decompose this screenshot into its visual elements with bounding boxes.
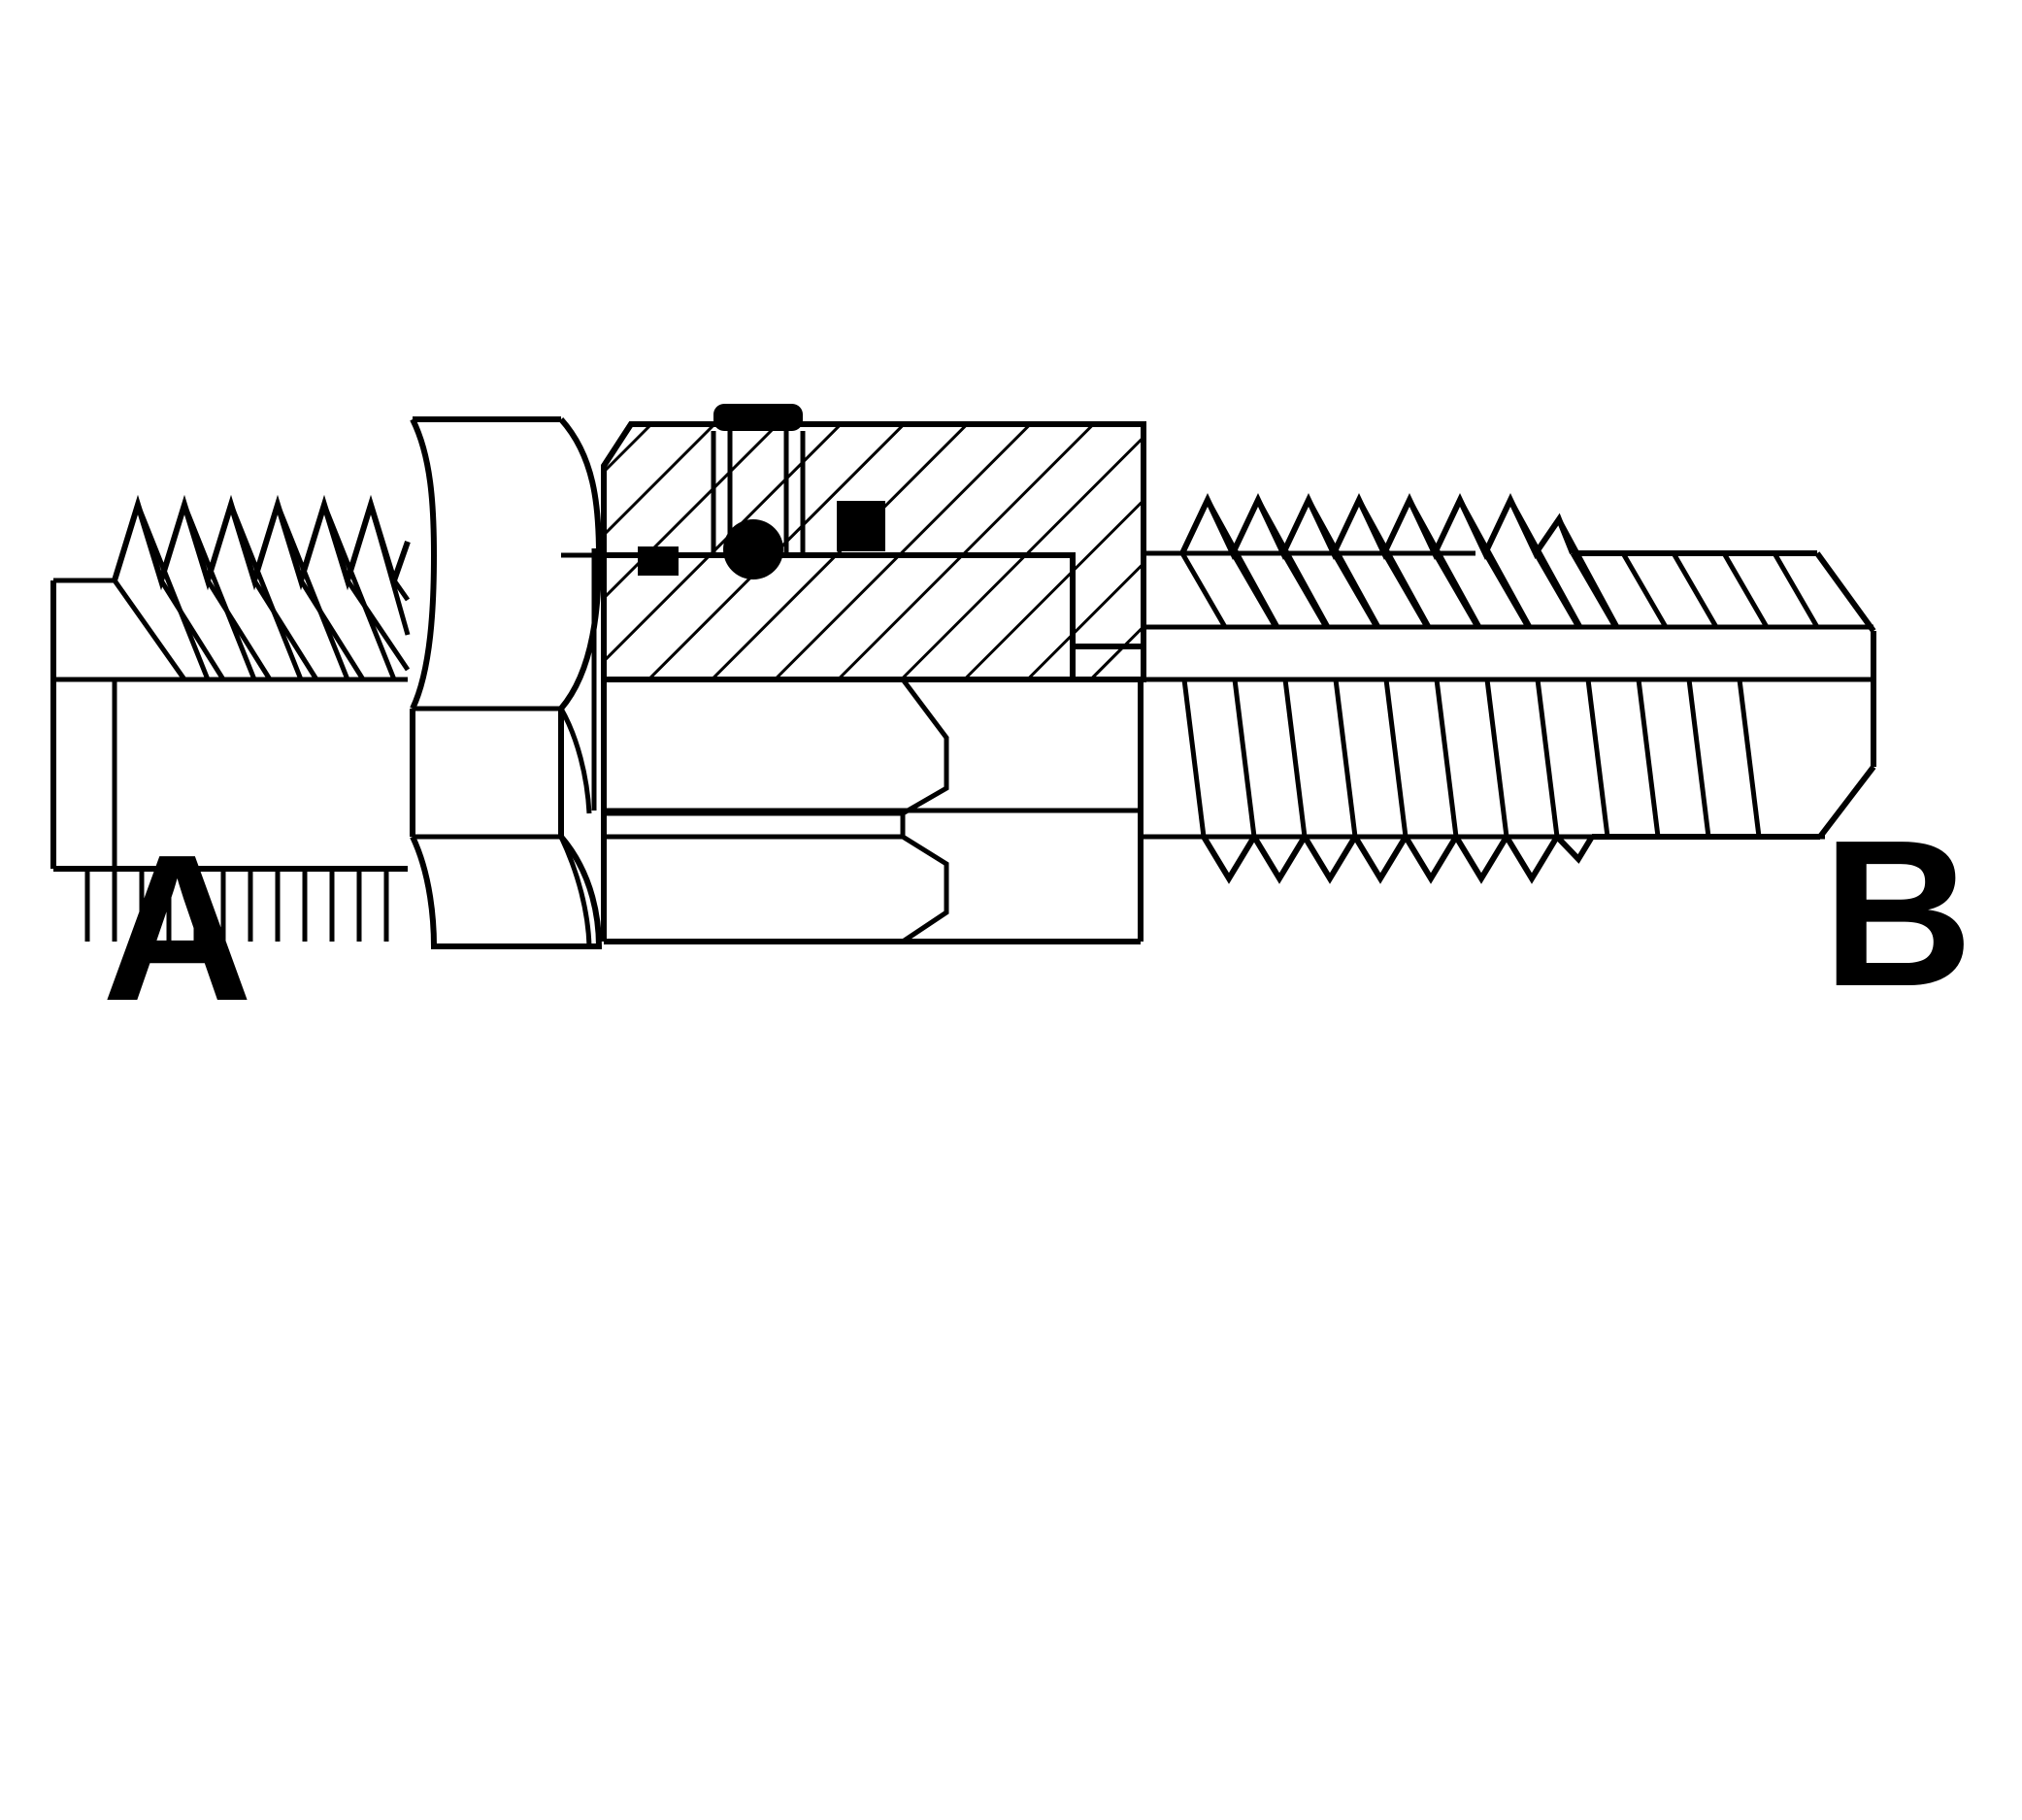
swivel-nut-outline <box>601 677 1144 944</box>
lower-thread-ticks <box>84 869 389 942</box>
male-pipe-thread-end-a <box>50 494 411 942</box>
hex-nut <box>410 416 603 949</box>
nut-body-transition <box>558 552 594 947</box>
seal-square-left <box>638 546 679 576</box>
label-end-a: A <box>102 811 252 1044</box>
top-pin-cap <box>713 404 803 431</box>
label-end-b: B <box>1822 796 1972 1030</box>
ball-detent <box>723 519 783 579</box>
jic-bore-lines <box>1144 624 1873 682</box>
seal-square-right <box>837 501 885 551</box>
solid-detail-features <box>638 404 885 579</box>
fitting-assembly <box>50 416 1876 949</box>
lower-thread-hatch <box>1181 678 1762 838</box>
